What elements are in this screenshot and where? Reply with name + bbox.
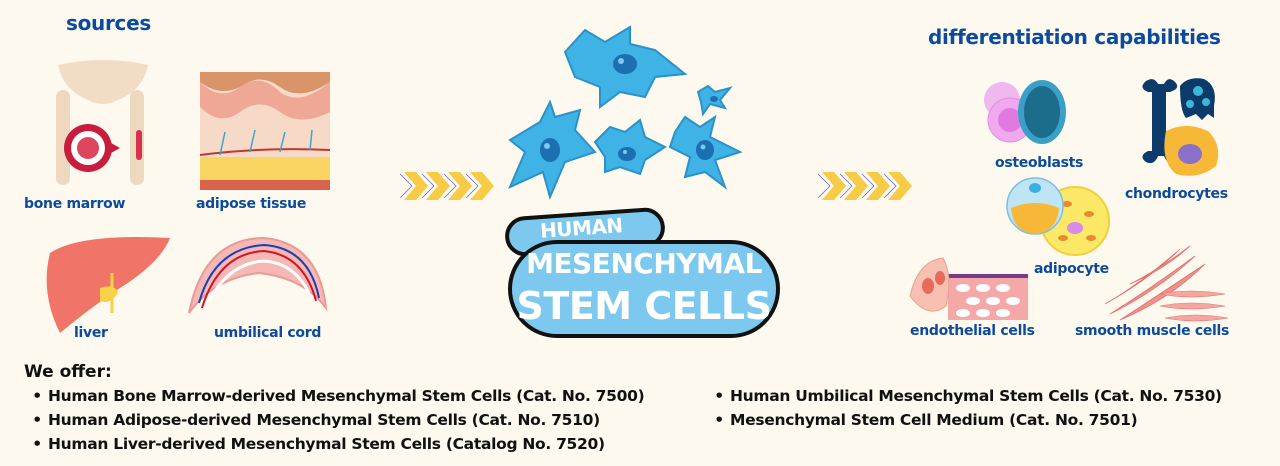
umbilical-cord-icon (184, 233, 330, 333)
diff-label-adipocyte: adipocyte (1034, 261, 1109, 277)
offer-item: Mesenchymal Stem Cell Medium (Cat. No. 7… (708, 408, 1222, 432)
differentiation-heading: differentiation capabilities (928, 25, 1221, 49)
diff-label-smooth-muscle-cells: smooth muscle cells (1075, 323, 1230, 339)
diff-label-chondrocytes: chondrocytes (1125, 186, 1228, 202)
sources-heading: sources (66, 11, 151, 35)
bone-marrow-icon (48, 60, 158, 190)
chevron-arrows-icon (398, 170, 494, 202)
adipose-tissue-icon (199, 72, 331, 190)
source-label-adipose-tissue: adipose tissue (196, 196, 307, 212)
offer-item: Human Adipose-derived Mesenchymal Stem C… (26, 408, 644, 432)
source-label-bone-marrow: bone marrow (24, 196, 126, 212)
diff-label-osteoblasts: osteoblasts (995, 155, 1084, 171)
liver-icon (40, 233, 170, 335)
offer-list-left: Human Bone Marrow-derived Mesenchymal St… (26, 384, 645, 456)
stem-cells-illustration (505, 22, 755, 207)
offer-title: We offer: (24, 362, 112, 382)
offer-list-right: Human Umbilical Mesenchymal Stem Cells (… (708, 384, 1222, 432)
adipocyte-icon (1005, 176, 1111, 256)
diff-label-endothelial-cells: endothelial cells (910, 323, 1035, 339)
endothelial-cell-icon (908, 256, 1030, 320)
chondrocyte-icon (1138, 76, 1228, 180)
osteoblast-icon (980, 78, 1070, 148)
mesenchymal-stem-cells-pill (508, 240, 780, 338)
offer-item: Human Bone Marrow-derived Mesenchymal St… (26, 384, 645, 408)
source-label-liver: liver (74, 325, 108, 341)
offer-item: Human Liver-derived Mesenchymal Stem Cel… (26, 432, 644, 456)
smooth-muscle-cell-icon (1100, 244, 1230, 324)
offer-item: Human Umbilical Mesenchymal Stem Cells (… (708, 384, 1222, 408)
title-line-mesenchymal: MESENCHYMAL (526, 247, 762, 280)
source-label-umbilical-cord: umbilical cord (214, 325, 322, 341)
chevron-arrows-icon (816, 170, 912, 202)
title-line-stem-cells: STEM CELLS (516, 284, 772, 328)
